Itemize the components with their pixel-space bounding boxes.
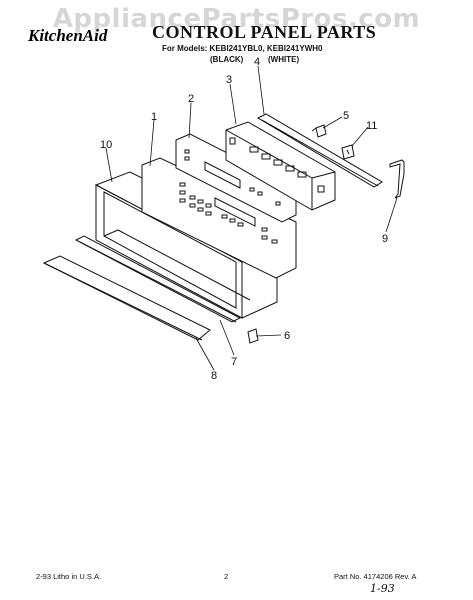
footer-part-number: Part No. 4174206 Rev. A <box>334 572 417 581</box>
callout-4: 4 <box>254 56 261 68</box>
callout-3: 3 <box>226 74 233 86</box>
leader-lines <box>105 65 398 371</box>
callout-7: 7 <box>231 356 238 368</box>
model-list: For Models: KEBI241YBL0, KEBI241YWH0 <box>162 44 323 53</box>
watermark: AppliancePartsPros.com <box>52 4 421 34</box>
part-1-control-panel-face <box>141 157 297 279</box>
model-white-label: (WHITE) <box>268 55 300 64</box>
page-title: CONTROL PANEL PARTS <box>152 22 377 42</box>
callout-8: 8 <box>211 370 218 382</box>
callout-2: 2 <box>188 93 195 105</box>
part-11-clip <box>341 144 355 160</box>
part-7-bottom-strip <box>74 235 242 323</box>
part-2-overlay <box>175 133 297 223</box>
model-black-label: (BLACK) <box>210 55 244 64</box>
part-5-clip <box>311 124 327 138</box>
part-8-bottom-trim <box>42 255 211 341</box>
part-3-control-bracket <box>225 121 336 211</box>
brand-logo: KitchenAid <box>28 26 108 45</box>
callout-6: 6 <box>284 330 291 342</box>
part-9-side-bracket <box>389 159 405 199</box>
part-6-small-clip <box>247 328 259 344</box>
footer-page-number: 2 <box>224 572 229 581</box>
footer-litho: 2-93 Litho in U.S.A. <box>36 572 102 581</box>
callout-1: 1 <box>151 111 158 123</box>
handwritten-date: 1-93 <box>370 582 395 595</box>
part-4-trim-strip <box>256 113 383 188</box>
callout-9: 9 <box>382 233 389 245</box>
callout-11: 11 <box>366 120 378 132</box>
callout-10: 10 <box>100 139 113 151</box>
callout-5: 5 <box>343 110 350 122</box>
